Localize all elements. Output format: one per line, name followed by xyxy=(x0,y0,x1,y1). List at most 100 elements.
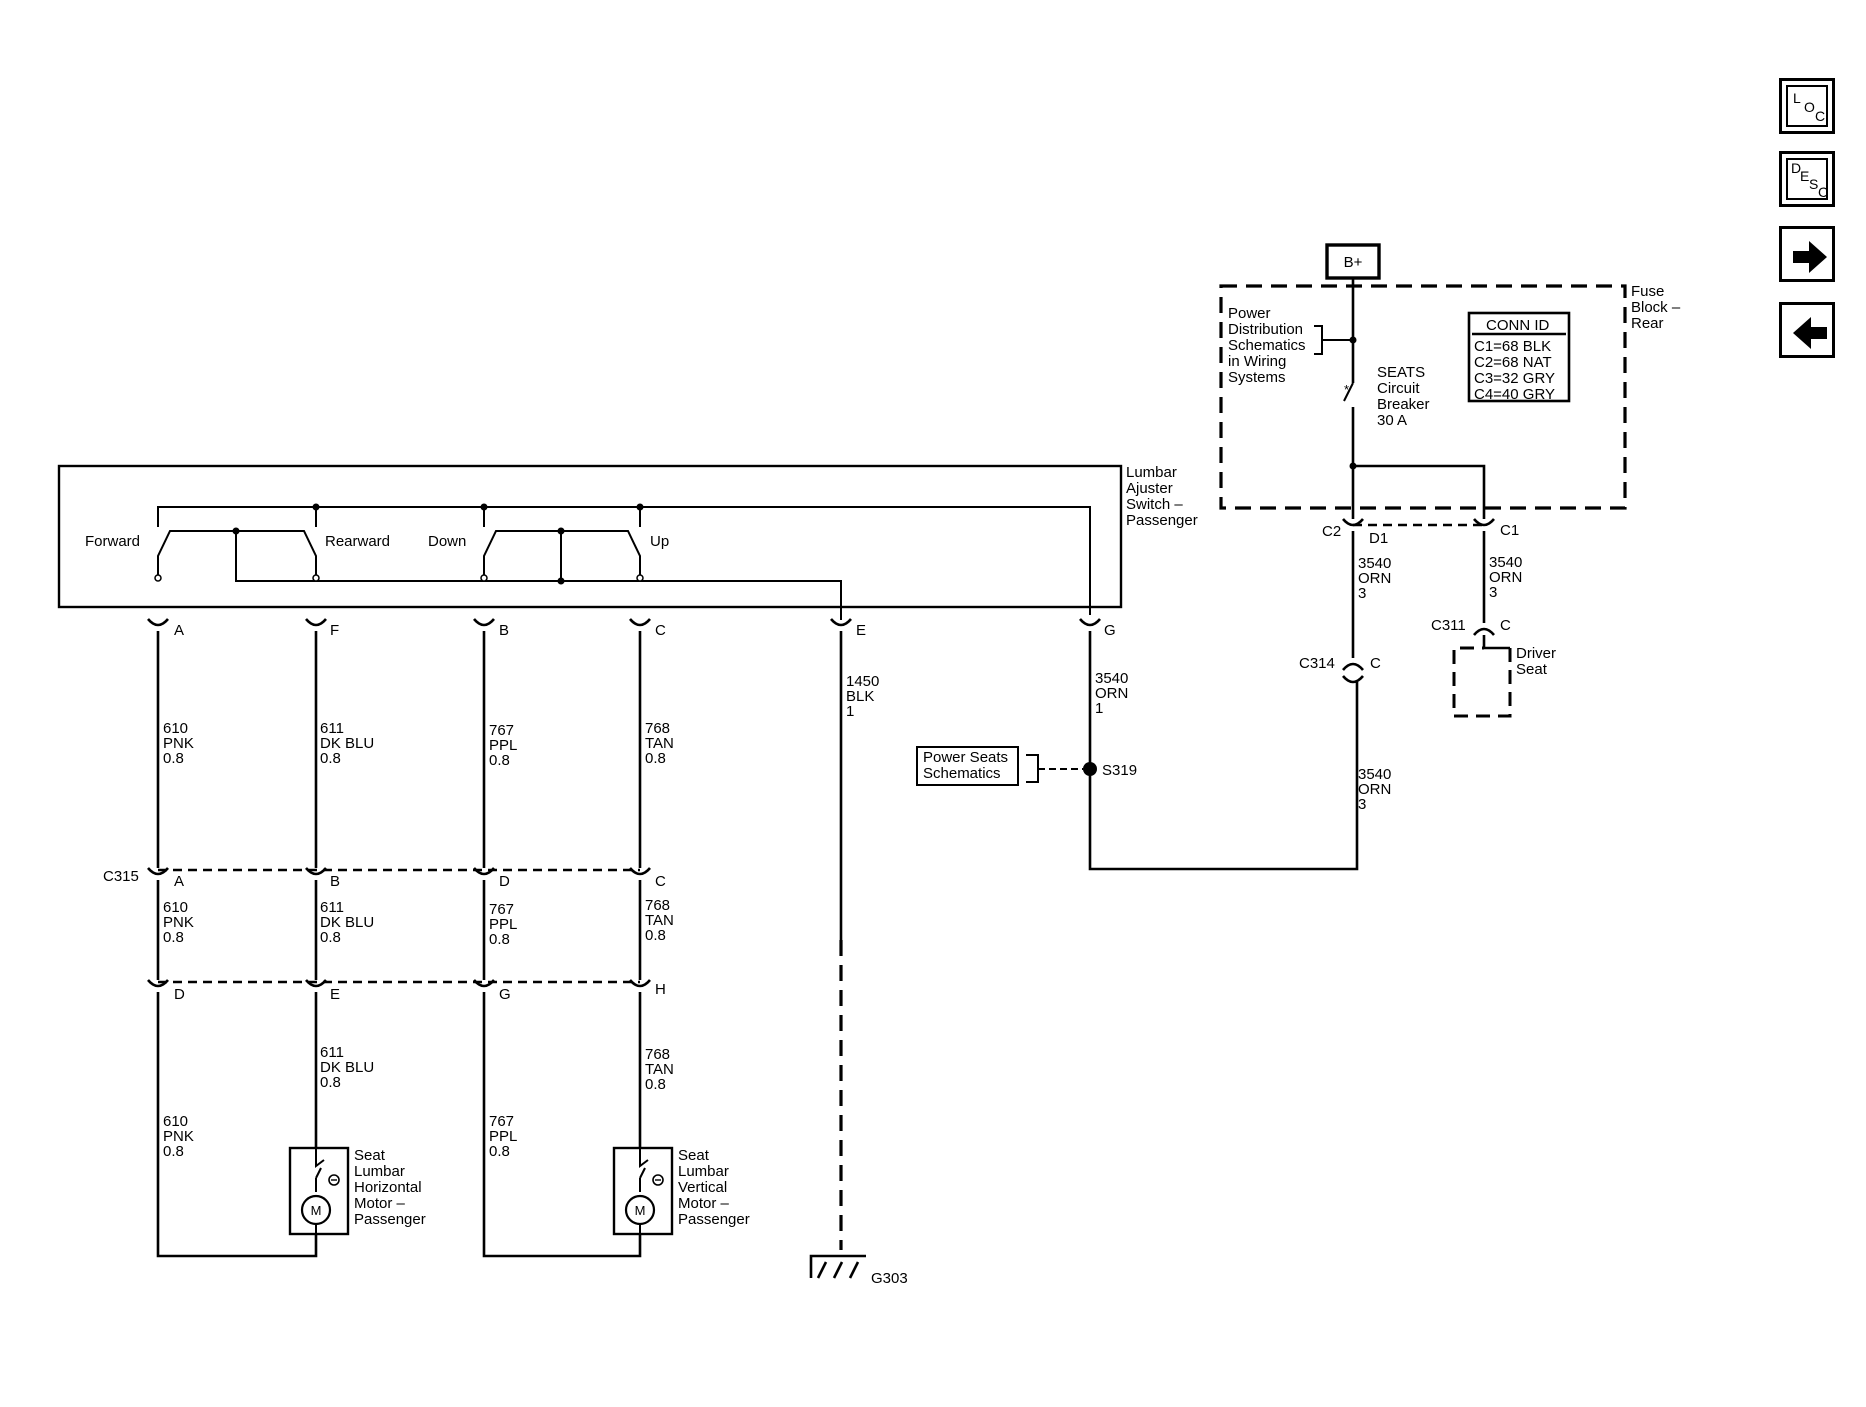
power-seats-schematics-reference[interactable] xyxy=(916,746,1083,786)
wire-3540-g-color: ORN xyxy=(1095,685,1128,702)
switch-internal-wiring xyxy=(154,503,1091,620)
previous-page-button[interactable] xyxy=(1779,302,1835,358)
wire-3540-d1-circuit: 3540 xyxy=(1358,555,1391,572)
lumbar-switch-label-2: Ajuster xyxy=(1126,480,1173,497)
desc-button-frame xyxy=(1786,158,1828,200)
wire-1450-color: BLK xyxy=(846,688,874,705)
wire-610-size-2: 0.8 xyxy=(163,929,184,946)
wire-767-color-1: PPL xyxy=(489,737,517,754)
horizontal-motor-label-4: Motor – xyxy=(354,1195,406,1212)
switch-down-label: Down xyxy=(428,533,466,550)
vertical-motor-label-5: Passenger xyxy=(678,1211,750,1228)
pin-c-label: C xyxy=(655,622,666,639)
horizontal-motor-m: M xyxy=(311,1203,322,1218)
fuse-block-d1-label: D1 xyxy=(1369,530,1388,547)
vertical-motor-label-3: Vertical xyxy=(678,1179,727,1196)
lumbar-switch-box xyxy=(57,464,1123,609)
splice-s319 xyxy=(1083,762,1097,776)
power-seats-ref-line-1: Power Seats xyxy=(923,749,1008,766)
breaker-label-1: SEATS xyxy=(1377,364,1425,381)
conn-id-c3: C3=32 GRY xyxy=(1474,370,1555,387)
wire-610-color-2: PNK xyxy=(163,914,194,931)
wire-611-size-3: 0.8 xyxy=(320,1074,341,1091)
lumbar-switch-label-1: Lumbar xyxy=(1126,464,1177,481)
battery-b-plus-label: B+ xyxy=(1344,254,1363,271)
c314-label: C314 xyxy=(1299,655,1335,672)
desc-button[interactable]: D E S C xyxy=(1779,151,1835,207)
c311-connector xyxy=(1473,627,1510,650)
driver-seat-label-1: Driver xyxy=(1516,645,1556,662)
wire-610-circuit-3: 610 xyxy=(163,1113,188,1130)
wire-767-color-3: PPL xyxy=(489,1128,517,1145)
wire-610-circuit-1: 610 xyxy=(163,720,188,737)
lower-pin-g: G xyxy=(499,986,511,1003)
wire-768-size-2: 0.8 xyxy=(645,927,666,944)
c314-pin-label: C xyxy=(1370,655,1381,672)
c315-pin-c: C xyxy=(655,873,666,890)
wire-768-color-3: TAN xyxy=(645,1061,674,1078)
wire-767-size-1: 0.8 xyxy=(489,752,510,769)
next-page-button[interactable] xyxy=(1779,226,1835,282)
vertical-motor-label-1: Seat xyxy=(678,1147,710,1164)
wire-768-circuit-3: 768 xyxy=(645,1046,670,1063)
wire-767-size-2: 0.8 xyxy=(489,931,510,948)
c314-connector xyxy=(1342,662,1364,684)
lower-pin-h: H xyxy=(655,981,666,998)
wire-768-size-1: 0.8 xyxy=(645,750,666,767)
wire-610-size-3: 0.8 xyxy=(163,1143,184,1160)
wire-3540-d1-size: 3 xyxy=(1358,585,1366,602)
c311-pin-label: C xyxy=(1500,617,1511,634)
right-arrow-icon xyxy=(1793,241,1827,273)
vertical-motor-m: M xyxy=(635,1203,646,1218)
desc-letter-e: E xyxy=(1800,168,1810,184)
pd-ref-line-3: Schematics xyxy=(1228,337,1306,354)
horizontal-motor-label-1: Seat xyxy=(354,1147,386,1164)
wire-767-circuit-2: 767 xyxy=(489,901,514,918)
pin-g-label: G xyxy=(1104,622,1116,639)
wire-610-circuit-2: 610 xyxy=(163,899,188,916)
wire-611-size-1: 0.8 xyxy=(320,750,341,767)
pd-ref-line-1: Power xyxy=(1228,305,1271,322)
wire-611-color-2: DK BLU xyxy=(320,914,374,931)
pin-a-label: A xyxy=(174,622,184,639)
c315-label: C315 xyxy=(103,868,139,885)
wire-3540-g-circuit: 3540 xyxy=(1095,670,1128,687)
wire-611-circuit-3: 611 xyxy=(320,1044,344,1061)
lumbar-switch-label-3: Switch – xyxy=(1126,496,1183,513)
wire-767-size-3: 0.8 xyxy=(489,1143,510,1160)
c315-pin-a: A xyxy=(174,873,184,890)
horizontal-motor-label-2: Lumbar xyxy=(354,1163,405,1180)
conn-id-c4: C4=40 GRY xyxy=(1474,386,1555,403)
wire-768-circuit-2: 768 xyxy=(645,897,670,914)
wire-610-color-3: PNK xyxy=(163,1128,194,1145)
power-seats-ref-line-2: Schematics xyxy=(923,765,1001,782)
breaker-mark: * xyxy=(1344,382,1349,397)
left-arrow-icon xyxy=(1793,317,1827,349)
c315-pins xyxy=(147,867,651,876)
wire-767-circuit-1: 767 xyxy=(489,722,514,739)
wire-767-circuit-3: 767 xyxy=(489,1113,514,1130)
pd-ref-line-4: in Wiring xyxy=(1228,353,1286,370)
switch-forward-label: Forward xyxy=(85,533,140,550)
wire-3540-c1-color: ORN xyxy=(1489,569,1522,586)
fuse-block-label-2: Block – xyxy=(1631,299,1681,316)
vertical-motor-label-4: Motor – xyxy=(678,1195,730,1212)
c311-label: C311 xyxy=(1431,617,1466,634)
wire-3540-switch-feed xyxy=(1088,631,1359,871)
fuse-block-internal-wiring xyxy=(1314,278,1486,519)
wire-3540-g-size: 1 xyxy=(1095,700,1103,717)
breaker-label-4: 30 A xyxy=(1377,412,1407,429)
fuse-block-label-1: Fuse xyxy=(1631,283,1664,300)
desc-letter-c: C xyxy=(1818,184,1829,200)
wire-3540-d1-color: ORN xyxy=(1358,570,1391,587)
pin-e-label: E xyxy=(856,622,866,639)
loc-button-frame xyxy=(1786,85,1828,127)
loc-button[interactable]: L O C xyxy=(1779,78,1835,134)
switch-up-label: Up xyxy=(650,533,669,550)
wire-3540-c1-circuit: 3540 xyxy=(1489,554,1522,571)
splice-s319-label: S319 xyxy=(1102,762,1137,779)
wire-767-color-2: PPL xyxy=(489,916,517,933)
wire-611-circuit-1: 611 xyxy=(320,720,344,737)
wire-3540-c314-size: 3 xyxy=(1358,796,1366,813)
conn-id-title: CONN ID xyxy=(1486,317,1550,334)
